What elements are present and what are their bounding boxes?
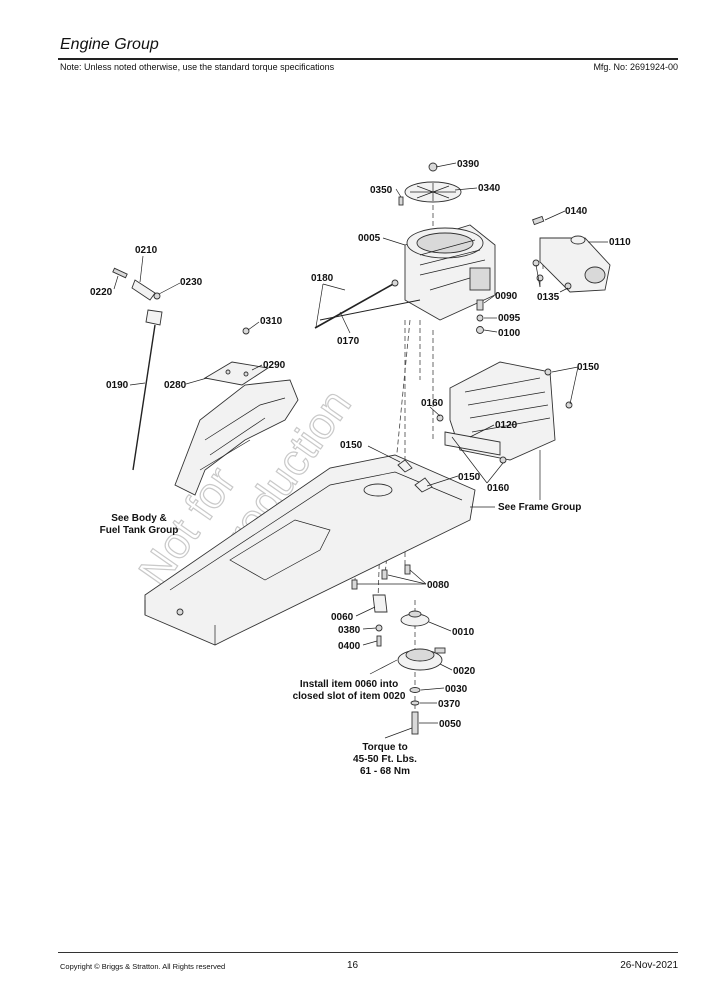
body-note-line1: See Body & xyxy=(111,513,167,524)
electric-clutch-0020[interactable] xyxy=(397,647,446,671)
callout-0095: 0095 xyxy=(498,313,521,324)
frame-group-note: See Frame Group xyxy=(498,502,581,513)
throttle-linkage[interactable] xyxy=(112,267,163,471)
engine-bolts[interactable] xyxy=(476,299,484,334)
torque-note-line2: 45-50 Ft. Lbs. xyxy=(353,754,417,765)
bolt-0400[interactable] xyxy=(376,635,382,647)
callout-0150-mid: 0150 xyxy=(458,472,481,483)
leader-lines xyxy=(113,162,608,739)
control-cables[interactable] xyxy=(314,279,421,329)
callout-0290: 0290 xyxy=(263,360,286,371)
footer-rule xyxy=(58,952,678,953)
washer-0030[interactable] xyxy=(409,687,421,693)
callout-0390: 0390 xyxy=(457,159,480,170)
callout-0120: 0120 xyxy=(495,420,518,431)
callout-0080: 0080 xyxy=(427,580,450,591)
callout-0150-bracket: 0150 xyxy=(577,362,600,373)
document-date: 26-Nov-2021 xyxy=(620,960,678,971)
callout-0210: 0210 xyxy=(135,245,158,256)
dash-plate[interactable] xyxy=(203,327,270,386)
callout-0030: 0030 xyxy=(445,684,468,695)
callout-0135: 0135 xyxy=(537,292,560,303)
pulley-0010[interactable] xyxy=(400,610,430,627)
callout-0090: 0090 xyxy=(495,291,518,302)
callout-0160-left: 0160 xyxy=(421,398,444,409)
mfg-number: Mfg. No: 2691924-00 xyxy=(593,62,678,72)
callout-0190: 0190 xyxy=(106,380,129,391)
callout-0150-frame: 0150 xyxy=(340,440,363,451)
callout-0050: 0050 xyxy=(439,719,462,730)
engine-assembly[interactable] xyxy=(404,224,496,321)
clutch-stop-bracket[interactable] xyxy=(372,594,388,613)
diagram-notes: See Body & Fuel Tank Group See Frame Gro… xyxy=(100,502,582,777)
callout-0280: 0280 xyxy=(164,380,187,391)
callout-0230: 0230 xyxy=(180,277,203,288)
callout-labels: 0390 0350 0340 0005 0140 0110 0135 0210 … xyxy=(90,159,631,730)
callout-0180: 0180 xyxy=(311,273,334,284)
callout-0100: 0100 xyxy=(498,328,521,339)
callout-0005: 0005 xyxy=(358,233,381,244)
install-note-line2: closed slot of item 0020 xyxy=(293,691,406,702)
callout-0060: 0060 xyxy=(331,612,354,623)
page-title: Engine Group xyxy=(60,36,159,53)
callout-0400: 0400 xyxy=(338,641,361,652)
callout-0370: 0370 xyxy=(438,699,461,710)
callout-0160-right: 0160 xyxy=(487,483,510,494)
torque-note-line1: Torque to xyxy=(362,742,407,753)
callout-0380: 0380 xyxy=(338,625,361,636)
callout-0220: 0220 xyxy=(90,287,113,298)
callout-0350: 0350 xyxy=(370,185,393,196)
copyright: Copyright © Briggs & Stratton. All Right… xyxy=(60,962,226,971)
callout-0010: 0010 xyxy=(452,627,475,638)
body-note-line2: Fuel Tank Group xyxy=(100,525,179,536)
body-shroud[interactable] xyxy=(174,379,299,496)
blower-cover[interactable] xyxy=(404,181,462,203)
frame-bolts[interactable] xyxy=(351,564,411,590)
top-nut[interactable] xyxy=(428,162,438,172)
engine-bracket[interactable] xyxy=(436,361,573,464)
callout-0110: 0110 xyxy=(609,237,631,248)
callout-0340: 0340 xyxy=(478,183,501,194)
torque-note: Note: Unless noted otherwise, use the st… xyxy=(60,62,335,72)
chassis-frame[interactable] xyxy=(144,454,476,646)
callout-0020: 0020 xyxy=(453,666,476,677)
header-rule xyxy=(58,58,678,60)
washer-0370[interactable] xyxy=(410,700,420,706)
callout-0140: 0140 xyxy=(565,206,588,217)
bolt-0050[interactable] xyxy=(411,711,419,735)
screw-0350[interactable] xyxy=(398,196,404,206)
callout-0310: 0310 xyxy=(260,316,283,327)
callout-0170: 0170 xyxy=(337,336,360,347)
install-note-line1: Install item 0060 into xyxy=(300,679,398,690)
spacer-0380[interactable] xyxy=(375,624,383,632)
muffler-assembly[interactable] xyxy=(532,215,611,293)
torque-note-line3: 61 - 68 Nm xyxy=(360,766,410,777)
page-number: 16 xyxy=(347,960,359,971)
